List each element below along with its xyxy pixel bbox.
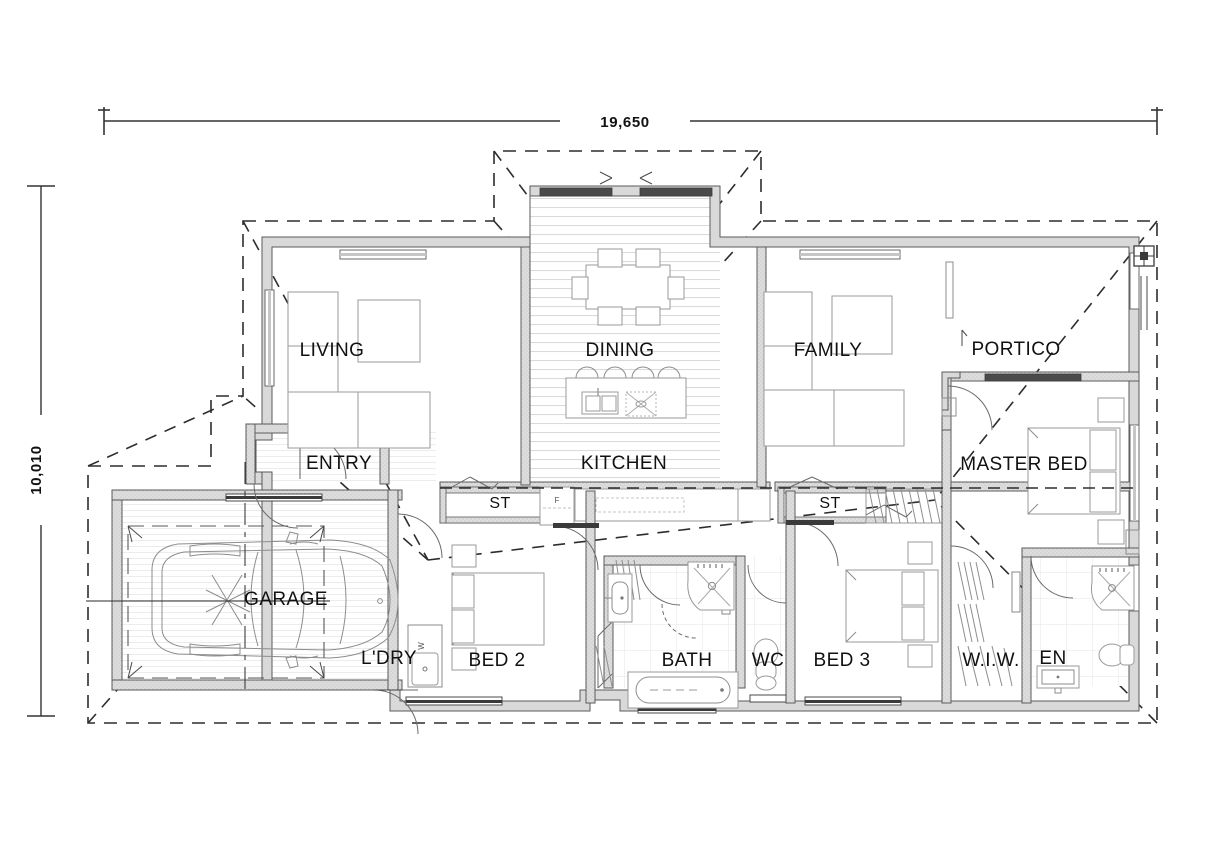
room-label-wc: WC bbox=[752, 650, 784, 671]
room-label-kitchen: KITCHEN bbox=[581, 453, 667, 474]
room-label-laundry: L'DRY bbox=[361, 648, 417, 669]
living-furniture bbox=[287, 291, 431, 449]
room-label-dining: DINING bbox=[586, 340, 655, 361]
dining-furniture bbox=[571, 248, 685, 326]
room-label-ensuite: EN bbox=[1039, 648, 1066, 669]
dimension-height-label: 10,010 bbox=[28, 445, 45, 494]
room-label-bed-3: BED 3 bbox=[814, 650, 871, 671]
dimension-width-label: 19,650 bbox=[600, 114, 649, 131]
appliance-label-fridge: F bbox=[555, 496, 560, 505]
bath-fixtures bbox=[604, 561, 739, 709]
ensuite-fixtures bbox=[1036, 565, 1135, 694]
wc-fixtures bbox=[753, 638, 779, 691]
room-label-living: LIVING bbox=[300, 340, 365, 361]
room-label-bath: BATH bbox=[662, 650, 713, 671]
doors bbox=[253, 385, 1074, 735]
kitchen-island bbox=[565, 366, 687, 419]
room-label-store-2: ST bbox=[819, 495, 840, 512]
room-label-entry: ENTRY bbox=[306, 453, 372, 474]
room-label-portico: PORTICO bbox=[971, 339, 1060, 360]
dimension-width: 19,650 bbox=[98, 107, 1163, 135]
wiw-hanging-rail bbox=[957, 561, 1013, 687]
room-label-garage: GARAGE bbox=[244, 589, 328, 610]
room-labels: LIVING DINING FAMILY PORTICO ENTRY KITCH… bbox=[244, 339, 1088, 671]
wardrobes bbox=[595, 559, 1013, 687]
appliance-tags: F W bbox=[417, 496, 560, 650]
appliance-label-washer: W bbox=[417, 642, 426, 650]
dimension-height: 10,010 bbox=[27, 185, 55, 717]
misc-details bbox=[440, 245, 1155, 555]
room-label-bed-2: BED 2 bbox=[469, 650, 526, 671]
bed2-furniture bbox=[451, 544, 545, 671]
family-furniture bbox=[763, 291, 905, 447]
store2-robe bbox=[865, 488, 945, 524]
garage-clearance bbox=[86, 462, 330, 690]
room-label-master-bed: MASTER BED bbox=[960, 454, 1088, 475]
bed3-furniture bbox=[845, 541, 939, 668]
room-label-wiw: W.I.W. bbox=[962, 650, 1019, 671]
master-bed-furniture bbox=[1027, 397, 1125, 545]
room-label-family: FAMILY bbox=[794, 340, 863, 361]
room-label-store-1: ST bbox=[489, 495, 510, 512]
